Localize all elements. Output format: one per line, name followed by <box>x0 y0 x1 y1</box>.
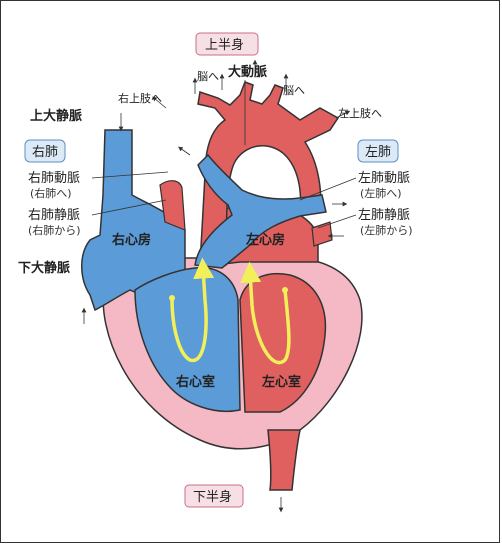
label-right-pulmonary-vein: 右肺静脈 <box>28 208 80 223</box>
left-ventricle-shape <box>239 273 327 413</box>
right-pulmonary-vein-shape <box>159 180 186 231</box>
right-ventricle-shape <box>134 266 241 412</box>
right-lung-box <box>24 139 66 163</box>
label-right-atrium: 右心房 <box>111 232 151 248</box>
label-right-lung: 右肺 <box>32 145 58 160</box>
label-lower-body: 下半身 <box>193 489 232 505</box>
lower-body-box <box>184 484 244 508</box>
label-to-brain-2: 脳へ <box>283 84 305 97</box>
label-left-lung: 左肺 <box>365 145 391 160</box>
label-right-pulmonary-artery: 右肺動脈 <box>28 171 80 186</box>
label-left-pulmonary-vein-note: (左肺から) <box>360 224 413 237</box>
label-inferior-vena-cava: 下大静脈 <box>18 260 70 276</box>
left-pulmonary-vein-shape <box>311 221 333 247</box>
label-right-pulmonary-vein-note: (右肺から) <box>28 223 81 237</box>
label-right-ventricle: 右心室 <box>175 374 215 390</box>
label-left-arm: 左上肢へ <box>338 106 382 120</box>
label-left-pulmonary-vein: 左肺静脈 <box>358 208 410 223</box>
label-right-pulmonary-artery-note: (右肺へ) <box>30 186 72 200</box>
label-right-arm: 右上肢へ <box>118 91 162 105</box>
label-aorta: 大動脈 <box>228 64 267 80</box>
label-left-atrium: 左心房 <box>246 232 285 248</box>
right-flow-arrow <box>170 257 215 363</box>
label-left-pulmonary-artery-note: (左肺へ) <box>360 187 402 200</box>
upper-body-box <box>195 32 259 56</box>
label-superior-vena-cava: 上大静脈 <box>30 108 82 124</box>
descending-aorta-shape <box>267 429 301 491</box>
label-left-ventricle: 左心室 <box>262 374 301 390</box>
pulmonary-artery-shape <box>194 153 327 269</box>
left-flow-arrow <box>240 261 291 365</box>
label-left-pulmonary-artery: 左肺動脈 <box>358 171 410 186</box>
left-lung-box <box>357 139 399 163</box>
label-upper-body: 上半身 <box>205 37 244 53</box>
label-to-brain-1: 脳へ <box>197 70 219 83</box>
